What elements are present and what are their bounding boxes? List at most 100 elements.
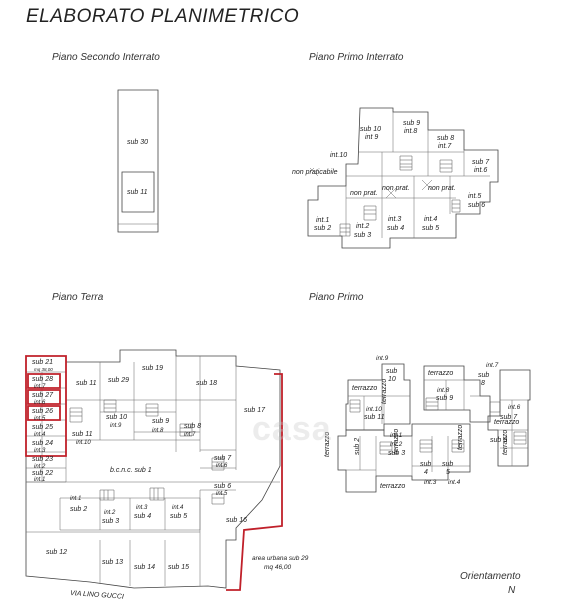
orientation-label: Orientamento [460, 571, 521, 582]
p1-label-9: sub 9 [436, 395, 453, 402]
p1-label-22: terrazzo [324, 432, 331, 457]
gf-label-9: int.4 [34, 432, 46, 438]
p1-label-3: terrazzo [352, 385, 377, 392]
b1-label-5: int.7 [438, 143, 452, 150]
gf-label-33: sub 2 [70, 506, 87, 513]
gf-label-35: sub 3 [102, 518, 119, 525]
p1-label-25: 4 [424, 469, 428, 476]
gf-label-29: sub 7 [214, 455, 232, 462]
b1-label-4: sub 8 [437, 135, 454, 142]
p1-label-28: int.3 [424, 479, 437, 486]
p1-label-12: int.7 [486, 362, 499, 369]
b1-label-20: sub 4 [387, 225, 404, 232]
gf-label-40: sub 6 [214, 483, 231, 490]
gf-label-11: int.3 [34, 448, 46, 454]
p1-label-29: int.4 [448, 479, 461, 486]
gf-label-5: int.6 [34, 400, 46, 406]
page-title: ELABORATO PLANIMETRICO [26, 6, 300, 27]
gf-label-10: sub 24 [32, 440, 53, 447]
b2-label-0: sub 30 [127, 139, 148, 146]
gf-label-28: int.7 [184, 432, 196, 438]
gf-label-30: int.6 [216, 463, 228, 469]
gf-label-19: sub 18 [196, 380, 217, 387]
b1-label-2: sub 9 [403, 120, 420, 127]
b1-label-1: int 9 [365, 134, 378, 141]
gf-label-38: int.4 [172, 505, 184, 511]
gf-label-8: sub 25 [32, 424, 53, 431]
p1-label-20: int.2 [390, 441, 403, 448]
b1-label-11: non prat. [382, 185, 410, 192]
p1-label-2: 10 [388, 376, 396, 383]
p1-label-8: int.8 [437, 387, 450, 394]
p1-label-15: sub 6 [490, 437, 507, 444]
p1-label-7: terrazzo [428, 370, 453, 377]
p1-label-13: int.6 [508, 404, 521, 411]
gf-label-47: area urbana sub 29 [252, 555, 309, 562]
gf-label-16: sub 11 [76, 380, 97, 387]
b1-label-14: sub 6 [468, 202, 485, 209]
gf-label-0: sub 21 [32, 359, 53, 366]
b1-label-15: int.1 [316, 217, 329, 224]
gf-label-3: int.7 [34, 384, 46, 390]
gf-label-21: sub 10 [106, 414, 127, 421]
gf-label-6: sub 26 [32, 408, 53, 415]
gf-label-17: sub 29 [108, 377, 129, 384]
gf-label-14: sub 22 [32, 470, 53, 477]
b1-label-12: non prat. [428, 185, 456, 192]
p1-label-10: sub [478, 372, 489, 379]
label-piano-primo-interrato: Piano Primo Interrato [309, 52, 404, 63]
gf-label-36: int.3 [136, 505, 148, 511]
p1-label-31: terrazzo [457, 425, 464, 450]
gf-label-2: sub 28 [32, 376, 53, 383]
b1-label-9: non praticabile [292, 169, 338, 176]
b1-label-21: int.4 [424, 216, 437, 223]
plan-piano-terra: sub 21 mq 38,00 sub 28 int.7 sub 27 int.… [25, 349, 309, 600]
b1-label-3: int.8 [404, 128, 417, 135]
gf-label-1: mq 38,00 [34, 367, 53, 372]
gf-label-15: int.1 [34, 477, 45, 483]
p1-label-4: terrazzo [381, 379, 388, 404]
label-piano-terra: Piano Terra [52, 292, 104, 303]
gf-label-26: int.10 [76, 440, 91, 446]
gf-label-20: sub 17 [244, 407, 266, 414]
gf-label-49: VIA LINO GUCCI [70, 590, 124, 600]
b1-label-13: int.5 [468, 193, 481, 200]
gf-label-32: int.1 [70, 496, 81, 502]
plan-piano-primo: int.9 sub 10 terrazzo terrazzo int.10 su… [324, 355, 531, 493]
p1-label-17: terrazzo [502, 430, 509, 455]
label-piano-secondo-interrato: Piano Secondo Interrato [52, 52, 160, 63]
p1-label-16: terrazzo [494, 419, 519, 426]
gf-label-12: sub 23 [32, 456, 53, 463]
label-piano-primo: Piano Primo [309, 292, 364, 303]
gf-label-43: sub 12 [46, 549, 67, 556]
b1-label-17: int.2 [356, 223, 369, 230]
b1-label-0: sub 10 [360, 126, 381, 133]
gf-label-7: int.5 [34, 416, 46, 422]
gf-label-27: sub 8 [184, 423, 201, 430]
p1-label-14: sub 7 [500, 414, 518, 421]
orientation-north: N [508, 585, 516, 596]
plan-piano-primo-interrato: sub 10 int 9 sub 9 int.8 sub 8 int.7 int… [292, 107, 499, 249]
b1-label-6: int.10 [330, 152, 347, 159]
p1-label-30: terrazzo [380, 483, 405, 490]
b1-label-10: non prat. [350, 190, 378, 197]
p1-label-21: sub 3 [388, 450, 405, 457]
b1-label-16: sub 2 [314, 225, 331, 232]
gf-label-44: sub 13 [102, 559, 123, 566]
p1-label-27: 5 [446, 469, 450, 476]
p1-label-11: 8 [481, 380, 485, 387]
gf-label-41: int.5 [216, 491, 228, 497]
gf-label-37: sub 4 [134, 513, 151, 520]
b1-label-8: int.6 [474, 167, 487, 174]
gf-label-45: sub 14 [134, 564, 155, 571]
p1-label-24: sub [420, 461, 431, 468]
p1-label-0: int.9 [376, 355, 389, 362]
gf-label-48: mq 46,00 [264, 564, 291, 571]
b1-label-18: sub 3 [354, 232, 371, 239]
b2-label-1: sub 11 [127, 189, 148, 196]
p1-label-19: int.1 [390, 432, 403, 439]
p1-label-26: sub [442, 461, 453, 468]
gf-label-24: int.8 [152, 428, 164, 434]
p1-label-5: int.10 [366, 406, 382, 413]
